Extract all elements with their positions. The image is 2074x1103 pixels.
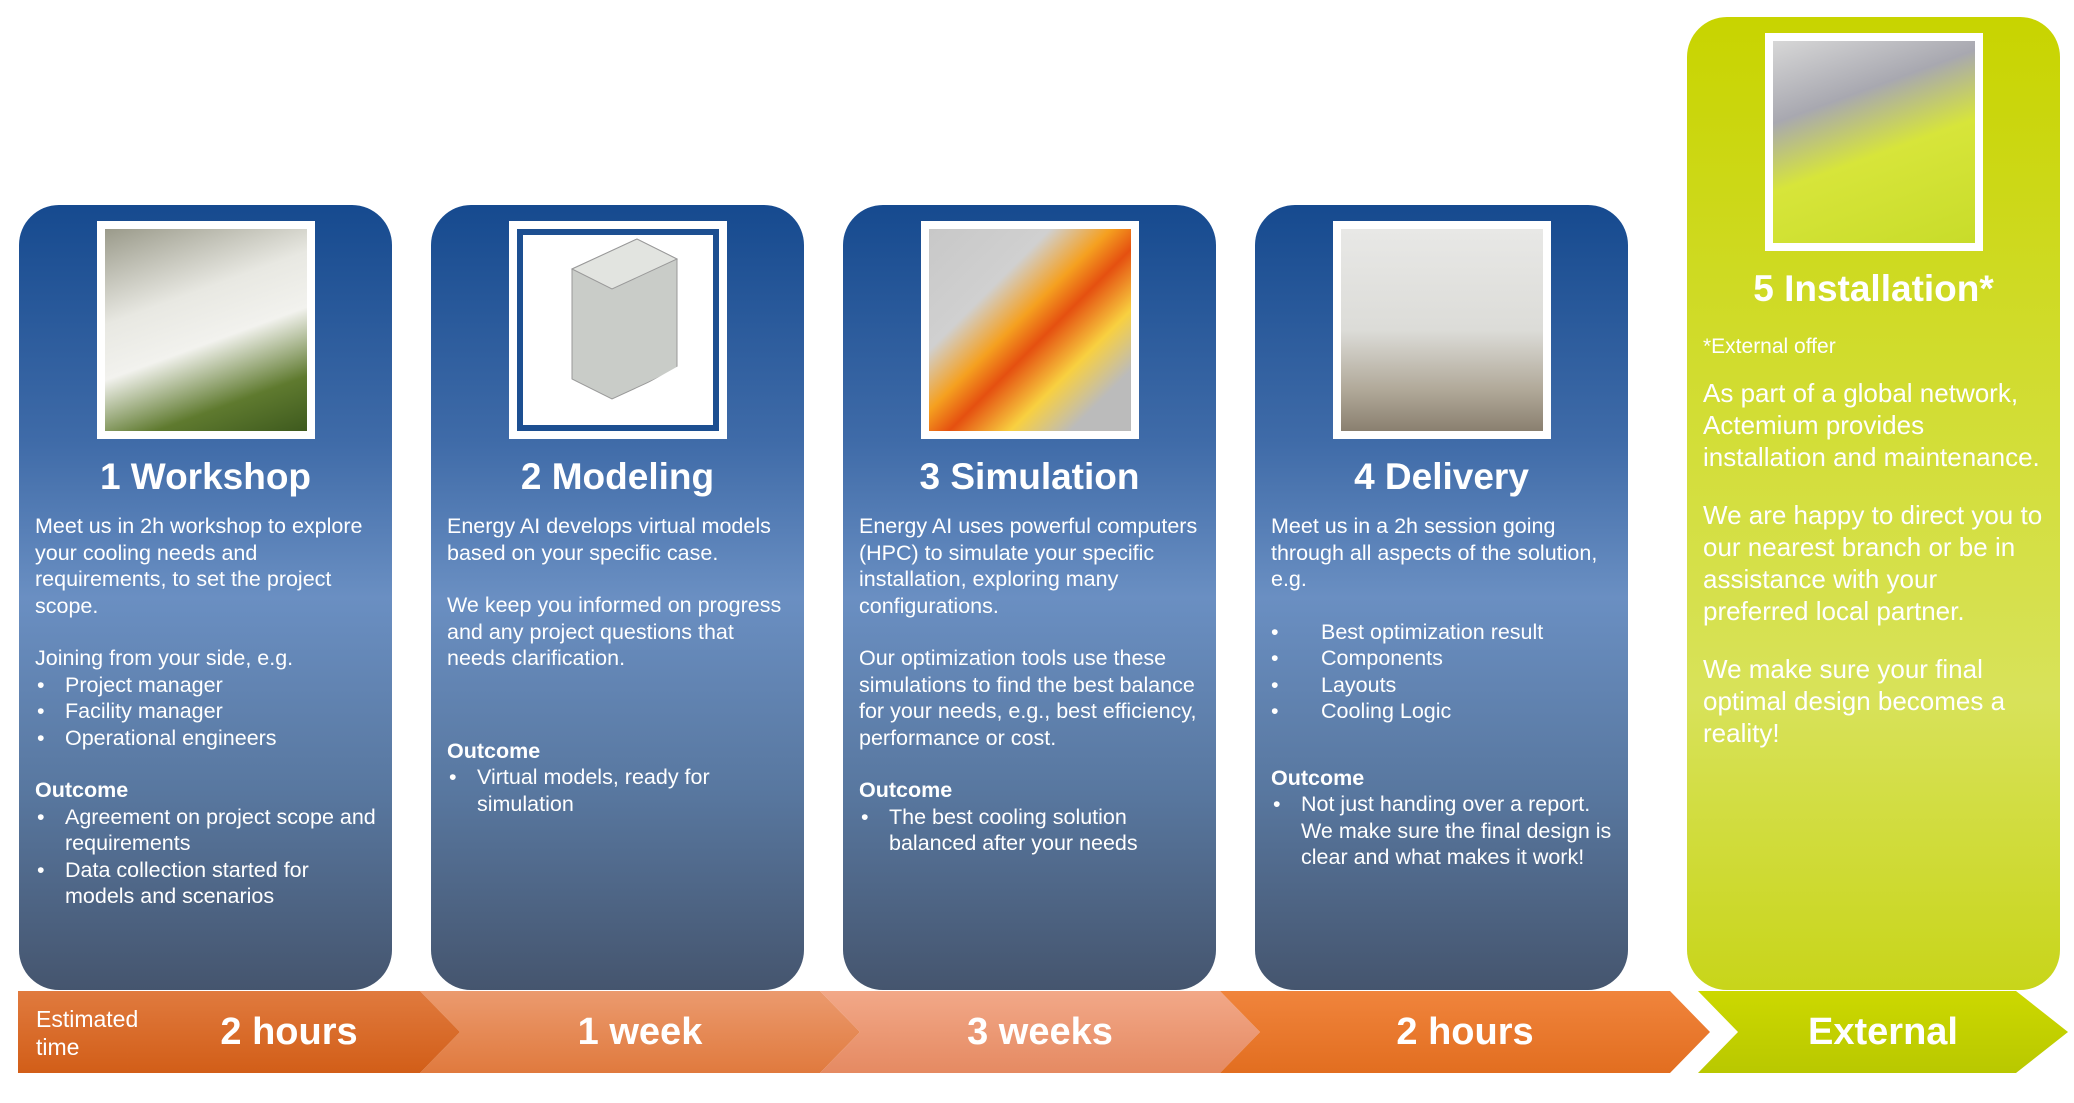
step-paragraph: Our optimization tools use these simulat… — [859, 646, 1197, 750]
simulation-image — [920, 221, 1139, 439]
list-item: Components — [1271, 645, 1612, 672]
list-item: Best optimization result — [1271, 619, 1612, 646]
list-item: Project manager — [35, 672, 376, 699]
list-item: Agreement on project scope and requireme… — [35, 804, 376, 857]
list-item: Facility manager — [35, 698, 376, 725]
outcome-label: Outcome — [859, 778, 953, 802]
step-card-delivery: 4 Delivery Meet us in a 2h session going… — [1255, 205, 1628, 990]
estimated-time-label: Estimated time — [36, 1006, 139, 1060]
external-offer-note: *External offer — [1703, 335, 1836, 358]
step-title: 3 Simulation — [919, 456, 1140, 497]
list-item: Data collection started for models and s… — [35, 857, 376, 910]
installation-photo — [1764, 33, 1983, 251]
list-item: Not just handing over a report. We make … — [1271, 791, 1612, 871]
list-item: Cooling Logic — [1271, 698, 1612, 725]
workshop-photo — [96, 221, 315, 439]
step-card-workshop: 1 Workshop Meet us in 2h workshop to exp… — [19, 205, 392, 990]
step-paragraph: We keep you informed on progress and any… — [447, 593, 782, 670]
step-paragraph: We make sure your final optimal design b… — [1703, 654, 2006, 748]
list-item: The best cooling solution balanced after… — [859, 804, 1200, 857]
outcome-label: Outcome — [35, 778, 129, 802]
step-card-modeling: 2 Modeling Energy AI develops virtual mo… — [431, 205, 804, 990]
outcome-label: Outcome — [1271, 765, 1365, 790]
list-item: Virtual models, ready for simulation — [447, 764, 788, 817]
step-intro: Meet us in 2h workshop to explore your c… — [35, 514, 363, 618]
list-item: Layouts — [1271, 672, 1612, 699]
step-intro: Meet us in a 2h session going through al… — [1271, 514, 1598, 591]
step-title: 4 Delivery — [1354, 456, 1529, 497]
outcome-label: Outcome — [447, 738, 541, 763]
model-render-image — [508, 221, 727, 439]
step-title: 1 Workshop — [99, 456, 312, 497]
step-card-simulation: 3 Simulation Energy AI uses powerful com… — [843, 205, 1216, 990]
step-intro: Energy AI uses powerful computers (HPC) … — [859, 514, 1198, 618]
model-box-icon — [526, 238, 688, 412]
joining-text: Joining from your side, e.g. — [35, 646, 294, 670]
step-title: 5 Installation* — [1753, 268, 1994, 309]
step-paragraph: As part of a global network, Actemium pr… — [1703, 378, 2040, 472]
timeline-arrow-installation: External — [1698, 991, 2068, 1073]
step-intro: Energy AI develops virtual models based … — [447, 514, 771, 565]
list-item: Operational engineers — [35, 725, 376, 752]
timeline-arrow-modeling: 1 week — [420, 991, 860, 1073]
timeline-arrow-simulation: 3 weeks — [820, 991, 1260, 1073]
step-title: 2 Modeling — [520, 456, 715, 497]
delivery-photo — [1332, 221, 1551, 439]
timeline-arrow-delivery: 2 hours — [1220, 991, 1710, 1073]
step-paragraph: We are happy to direct you to our neares… — [1703, 500, 2043, 626]
step-card-installation: 5 Installation* *External offer As part … — [1687, 17, 2060, 990]
